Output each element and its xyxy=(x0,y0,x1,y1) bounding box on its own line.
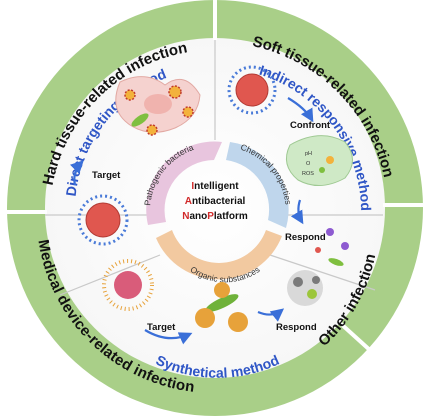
debris-cloud xyxy=(287,270,323,306)
nanoparticle-icon xyxy=(146,124,158,136)
center-initial-p: P xyxy=(207,211,214,222)
divider-bottom xyxy=(338,321,374,354)
center-initial-a: A xyxy=(185,196,192,207)
debris-particle-icon xyxy=(293,277,303,287)
center-rest-intelligent: ntelligent xyxy=(194,181,239,192)
swirl-segment-blue xyxy=(226,142,289,228)
arrow-confront xyxy=(287,97,314,123)
label-respond-right: Respond xyxy=(285,232,326,243)
micelle-core xyxy=(114,271,142,299)
swirl-segment-orange xyxy=(156,230,282,280)
host-cell-nucleus xyxy=(144,94,172,114)
nanoparticle-icon xyxy=(168,85,182,99)
center-rest-platform: latform xyxy=(214,211,248,222)
bacterium-icon xyxy=(319,167,325,173)
nanoparticle-icon xyxy=(182,106,194,118)
bacterium-icon xyxy=(326,156,334,164)
released-particle-icon xyxy=(326,228,334,236)
nanoparticle-icon xyxy=(124,89,136,101)
micelle-corona xyxy=(102,259,154,311)
micelle-icon xyxy=(214,282,230,298)
debris-particle-icon xyxy=(312,276,320,284)
micelle-illustration xyxy=(102,259,154,311)
environment-blob xyxy=(285,135,353,186)
micelle-icon xyxy=(195,308,215,328)
arrow-left-up xyxy=(69,160,84,186)
released-particles-right xyxy=(315,228,349,266)
nanoparticle-shell xyxy=(227,65,277,115)
chemical-environment-illustration: pH O ROS xyxy=(285,135,353,186)
host-cell-illustration xyxy=(115,76,201,136)
arrow-target-bottom xyxy=(144,329,193,345)
arrow-respond-bottom xyxy=(257,308,285,322)
bacteria-cluster-illustration xyxy=(195,282,248,332)
released-particle-icon xyxy=(315,247,321,253)
center-rest-antibacterial: ntibacterial xyxy=(192,196,246,207)
center-title-line-3: NanoPlatform xyxy=(182,211,248,222)
chem-label-ros: ROS xyxy=(302,171,314,177)
center-initial-i: I xyxy=(191,181,194,192)
chem-label-o2: O xyxy=(306,161,311,167)
center-title-line-2: Antibacterial xyxy=(185,196,246,207)
bacterium-icon xyxy=(328,258,344,266)
label-target-bottom: Target xyxy=(147,322,176,333)
label-target-left: Target xyxy=(92,170,121,181)
bacterium-icon xyxy=(205,294,239,312)
sector-line-bottom-right xyxy=(269,254,376,291)
label-respond-bottom: Respond xyxy=(276,322,317,333)
nanoparticle-shell xyxy=(77,194,129,246)
central-swirl xyxy=(146,141,289,280)
sector-line-bottom-left xyxy=(59,254,161,296)
nanoparticle-core xyxy=(235,73,269,107)
nanoparticle-core xyxy=(85,202,121,238)
center-rest-nano: ano xyxy=(189,211,207,222)
spiky-nanoparticle-right xyxy=(227,65,277,115)
chem-label-ph: pH xyxy=(305,151,312,157)
micelle-icon xyxy=(228,312,248,332)
spiky-nanoparticle-left xyxy=(77,194,129,246)
debris-particle-icon xyxy=(307,289,317,299)
center-initial-n: N xyxy=(182,211,189,222)
arrow-respond-right xyxy=(290,199,304,225)
debris-illustration xyxy=(287,270,323,306)
bacterium-icon xyxy=(131,113,149,127)
center-title-line-1: Intelligent xyxy=(191,181,239,192)
label-confront: Confront xyxy=(290,120,331,131)
swirl-segment-pink xyxy=(146,141,222,225)
released-particle-icon xyxy=(341,242,349,250)
